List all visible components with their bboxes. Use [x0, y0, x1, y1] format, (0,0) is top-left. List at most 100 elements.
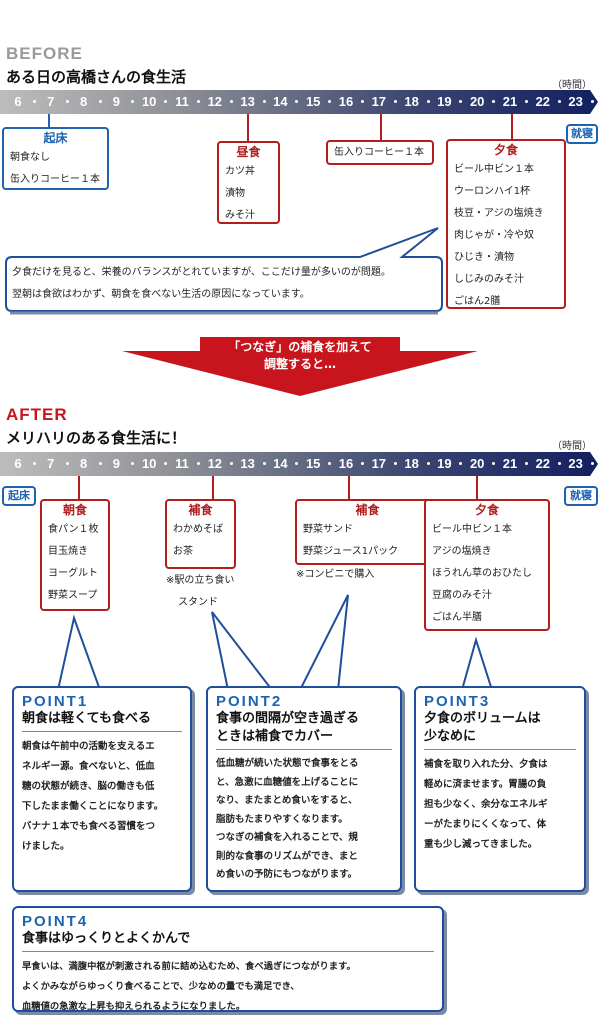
after-dinner-item: ほうれん草のおひたし	[432, 568, 532, 579]
timeline-separator-dot	[295, 462, 299, 465]
timeline-separator-dot	[360, 100, 364, 103]
after-breakfast-label: 朝食	[62, 503, 87, 517]
before-lunch-tick	[247, 114, 249, 142]
point2-label: POINT2	[216, 693, 283, 710]
point2-pointer-b	[298, 594, 349, 691]
timeline-separator-dot	[131, 100, 135, 103]
timeline-separator-dot	[557, 462, 561, 465]
timeline-separator-dot	[295, 100, 299, 103]
timeline-hour-label: 16	[338, 456, 354, 471]
timeline-hour-label: 11	[175, 456, 189, 471]
timeline-hour-label: 12	[207, 456, 223, 471]
timeline-separator-dot	[393, 100, 397, 103]
timeline-separator-dot	[492, 100, 496, 103]
timeline-hour-label: 10	[141, 456, 157, 471]
after-snack1-item: お茶	[173, 546, 193, 557]
timeline-hour-label: 10	[141, 94, 157, 109]
timeline-separator-dot	[98, 100, 102, 103]
point1-body-line: けました。	[22, 841, 70, 852]
timeline-hour-label: 7	[47, 94, 55, 109]
after-snack2-box: 補食 野菜サンド 野菜ジュース1パック	[295, 499, 440, 565]
before-lunch-label: 昼食	[236, 145, 261, 159]
timeline-separator-dot	[590, 462, 594, 465]
after-breakfast-tick	[78, 476, 80, 500]
point3-title-line: 少なめに	[424, 729, 477, 744]
before-wake-label: 起床	[43, 131, 68, 145]
timeline-separator-dot	[459, 462, 463, 465]
point4-body: 早食いは、満腹中枢が刺激される前に詰め込むため、食べ過ぎにつながります。 よくか…	[22, 957, 434, 1017]
after-breakfast-box: 朝食 食パン１枚 目玉焼き ヨーグルト 野菜スープ	[40, 499, 110, 611]
before-dinner-item: ビール中ビン１本	[454, 164, 534, 175]
timeline-hour-label: 15	[305, 456, 321, 471]
before-label: BEFORE	[6, 44, 83, 63]
timeline-hour-label: 8	[79, 456, 88, 471]
point2-body: 低血糖が続いた状態で食事をとる と、急激に血糖値を上げることに なり、またまとめ…	[216, 755, 392, 885]
after-dinner-item: 豆腐のみそ汁	[432, 590, 492, 601]
timeline-separator-dot	[32, 462, 36, 465]
after-hour-unit: （時間）	[552, 441, 592, 452]
timeline-hour-label: 6	[14, 456, 22, 471]
before-lunch-item: カツ丼	[225, 166, 255, 177]
timeline-separator-dot	[229, 462, 233, 465]
after-wake-tag: 起床	[2, 486, 36, 506]
after-snack2-item: 野菜サンド	[303, 524, 353, 535]
after-dinner-item: アジの塩焼き	[432, 546, 492, 557]
after-snack2-label: 補食	[355, 503, 380, 517]
before-lunch-item: 漬物	[225, 188, 245, 199]
point4-body-line: よくかみながらゆっくり食べることで、少なめの量でも満足でき、	[22, 981, 300, 992]
point1-card: POINT1 朝食は軽くても食べる 朝食は午前中の活動を支えるエ ネルギー源。食…	[12, 686, 192, 892]
point3-label: POINT3	[424, 693, 491, 710]
point4-label: POINT4	[22, 913, 89, 930]
timeline-separator-dot	[360, 462, 364, 465]
point3-card: POINT3 夕食のボリュームは 少なめに 補食を取り入れた分、夕食は 軽めに済…	[414, 686, 586, 892]
after-breakfast-item: 目玉焼き	[48, 546, 88, 557]
timeline-hour-label: 13	[240, 456, 255, 471]
point1-title: 朝食は軽くても食べる	[22, 710, 182, 732]
timeline-separator-dot	[590, 100, 594, 103]
point3-title-line: 夕食のボリュームは	[424, 711, 541, 726]
timeline-hour-label: 18	[404, 94, 419, 109]
timeline-separator-dot	[426, 100, 430, 103]
timeline-separator-dot	[492, 462, 496, 465]
before-wake-box: 起床 朝食なし 缶入りコーヒー１本	[2, 127, 109, 190]
before-lunch-box: 昼食 カツ丼 漬物 みそ汁	[217, 141, 280, 224]
point1-body-line: ネルギー源。食べないと、低血	[22, 761, 155, 772]
before-dinner-item: ごはん2膳	[454, 296, 501, 307]
timeline-separator-dot	[393, 462, 397, 465]
point4-title: 食事はゆっくりとよくかんで	[22, 930, 434, 952]
after-snack1-label: 補食	[188, 503, 213, 517]
before-dinner-item: 枝豆・アジの塩焼き	[454, 208, 544, 219]
point3-body: 補食を取り入れた分、夕食は 軽めに済ませます。胃腸の負 担も少なく、余分なエネル…	[424, 755, 576, 855]
timeline-separator-dot	[557, 100, 561, 103]
timeline-separator-dot	[164, 100, 168, 103]
after-breakfast-item: 食パン１枚	[48, 524, 99, 535]
point1-body: 朝食は午前中の活動を支えるエ ネルギー源。食べないと、低血 糖の状態が続き、脳の…	[22, 737, 182, 857]
timeline-hour-label: 14	[273, 456, 288, 471]
before-comment-line: 夕食だけを見ると、栄養のバランスがとれていますが、ここだけ量が多いのが問題。	[12, 267, 391, 278]
after-dinner-tick	[476, 476, 478, 500]
timeline-hour-label: 21	[502, 456, 518, 471]
before-comment-line: 翌朝は食欲はわかず、朝食を食べない生活の原因になっています。	[12, 289, 310, 300]
after-dinner-box: 夕食 ビール中ビン１本 アジの塩焼き ほうれん草のおひたし 豆腐のみそ汁 ごはん…	[424, 499, 550, 631]
before-snack-box: 缶入りコーヒー１本	[326, 140, 434, 165]
timeline-hour-label: 14	[273, 94, 288, 109]
point1-body-line: 下したまま働くことになります。	[22, 801, 164, 812]
before-wake-item: 朝食なし	[10, 152, 50, 163]
point2-title-line: ときは補食でカバー	[216, 729, 334, 744]
before-dinner-item: しじみのみそ汁	[454, 274, 524, 285]
point1-body-line: 糖の状態が続き、脳の働きも低	[22, 781, 155, 792]
timeline-hour-label: 17	[371, 456, 387, 471]
point2-pointer	[211, 611, 275, 691]
timeline-hour-label: 20	[469, 94, 485, 109]
timeline-hour-label: 19	[437, 456, 452, 471]
point2-body-line: 脂肪もたまりやすくなります。	[216, 813, 348, 825]
timeline-separator-dot	[459, 100, 463, 103]
after-title: メリハリのある食生活に！	[6, 429, 187, 447]
timeline-hour-label: 22	[535, 94, 551, 109]
timeline-hour-label: 8	[79, 94, 88, 109]
timeline-separator-dot	[426, 462, 430, 465]
arrow-line2: 調整すると…	[263, 357, 336, 371]
after-snack1-tick	[212, 476, 214, 500]
timeline-hour-label: 7	[47, 456, 55, 471]
after-snack1-box: 補食 わかめそば お茶	[165, 499, 236, 569]
